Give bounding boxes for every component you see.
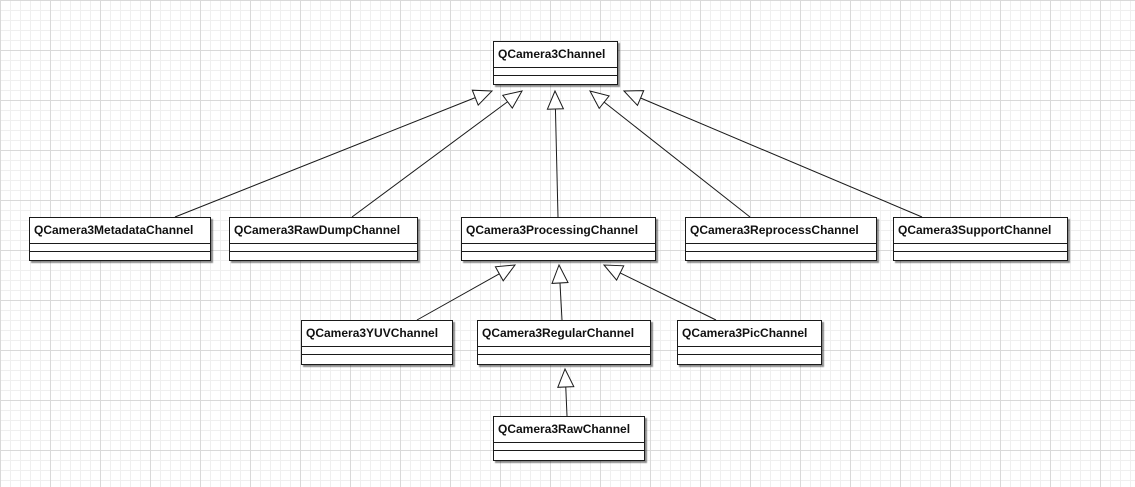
operations-compartment <box>894 252 1067 260</box>
hollow-arrowhead-icon <box>546 89 565 110</box>
operations-compartment <box>30 252 210 260</box>
hollow-arrowhead-icon <box>589 90 610 110</box>
class-qcamera3yuvchannel[interactable]: QCamera3YUVChannel <box>301 320 453 365</box>
class-name: QCamera3PicChannel <box>678 321 821 347</box>
class-name: QCamera3MetadataChannel <box>30 218 210 244</box>
class-qcamera3rawdumpchannel[interactable]: QCamera3RawDumpChannel <box>229 217 418 261</box>
attributes-compartment <box>462 244 655 252</box>
attributes-compartment <box>686 244 876 252</box>
class-name: QCamera3ReprocessChannel <box>686 218 876 244</box>
operations-compartment <box>230 252 417 260</box>
operations-compartment <box>494 76 617 84</box>
inheritance-line <box>603 101 751 218</box>
class-name: QCamera3YUVChannel <box>302 321 452 347</box>
inheritance-line <box>565 386 568 417</box>
operations-compartment <box>302 355 452 363</box>
operations-compartment <box>462 252 655 260</box>
class-qcamera3reprocesschannel[interactable]: QCamera3ReprocessChannel <box>685 217 877 261</box>
generalization-raw-to-regular <box>557 367 575 417</box>
inheritance-line <box>619 272 717 321</box>
hollow-arrowhead-icon <box>551 263 569 284</box>
hollow-arrowhead-icon <box>494 264 517 282</box>
attributes-compartment <box>30 244 210 252</box>
operations-compartment <box>678 355 821 363</box>
generalization-support-to-channel <box>622 90 923 218</box>
generalization-pic-to-processing <box>602 264 717 321</box>
generalization-regular-to-processing <box>551 263 569 321</box>
operations-compartment <box>686 252 876 260</box>
class-name: QCamera3RawChannel <box>494 417 644 443</box>
generalization-rawdump-to-channel <box>351 90 523 218</box>
class-qcamera3metadatachannel[interactable]: QCamera3MetadataChannel <box>29 217 211 261</box>
class-qcamera3picchannel[interactable]: QCamera3PicChannel <box>677 320 822 365</box>
operations-compartment <box>494 451 644 459</box>
hollow-arrowhead-icon <box>557 367 575 388</box>
class-name: QCamera3SupportChannel <box>894 218 1067 244</box>
hollow-arrowhead-icon <box>622 90 645 107</box>
attributes-compartment <box>894 244 1067 252</box>
generalization-processing-to-channel <box>546 89 565 218</box>
inheritance-line <box>416 273 500 321</box>
class-qcamera3rawchannel[interactable]: QCamera3RawChannel <box>493 416 645 461</box>
inheritance-line <box>559 282 563 321</box>
class-name: QCamera3RegularChannel <box>478 321 650 347</box>
generalization-reprocess-to-channel <box>589 90 751 218</box>
class-qcamera3regularchannel[interactable]: QCamera3RegularChannel <box>477 320 651 365</box>
attributes-compartment <box>678 347 821 355</box>
class-name: QCamera3RawDumpChannel <box>230 218 417 244</box>
operations-compartment <box>478 355 650 363</box>
generalization-metadata-to-channel <box>174 89 494 218</box>
attributes-compartment <box>302 347 452 355</box>
hollow-arrowhead-icon <box>501 90 523 110</box>
class-name: QCamera3ProcessingChannel <box>462 218 655 244</box>
inheritance-line <box>640 97 923 218</box>
attributes-compartment <box>494 68 617 76</box>
class-name: QCamera3Channel <box>494 42 617 68</box>
attributes-compartment <box>478 347 650 355</box>
generalization-yuv-to-processing <box>416 264 517 321</box>
inheritance-line <box>351 101 508 218</box>
inheritance-line <box>554 108 559 218</box>
hollow-arrowhead-icon <box>471 89 494 107</box>
attributes-compartment <box>494 443 644 451</box>
hollow-arrowhead-icon <box>602 264 625 282</box>
class-qcamera3channel[interactable]: QCamera3Channel <box>493 41 618 85</box>
class-qcamera3supportchannel[interactable]: QCamera3SupportChannel <box>893 217 1068 261</box>
inheritance-line <box>174 97 476 218</box>
attributes-compartment <box>230 244 417 252</box>
class-qcamera3processingchannel[interactable]: QCamera3ProcessingChannel <box>461 217 656 261</box>
